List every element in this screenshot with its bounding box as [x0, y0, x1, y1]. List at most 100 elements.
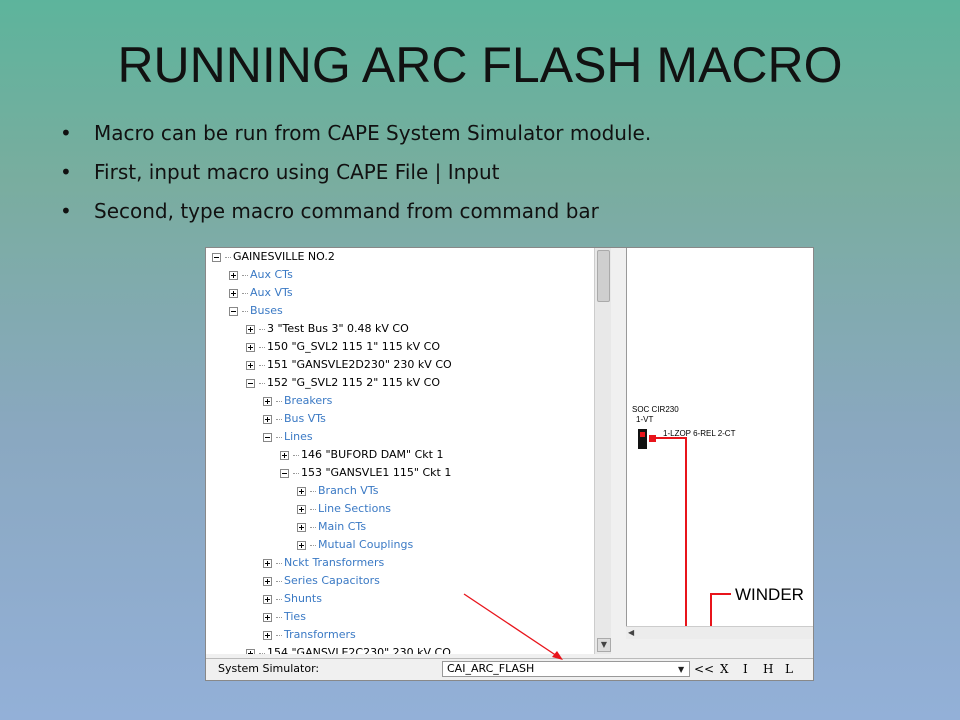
scrollbar-thumb[interactable]: [597, 250, 610, 302]
bullet-list: • Macro can be run from CAPE System Simul…: [60, 118, 651, 235]
collapse-minus-icon[interactable]: [229, 306, 238, 316]
tree-item[interactable]: Breakers: [263, 392, 332, 410]
collapse-minus-icon[interactable]: [212, 252, 221, 262]
tree-item[interactable]: 151 "GANSVLE2D230" 230 kV CO: [246, 356, 452, 374]
tree-vertical-scrollbar[interactable]: ▼: [594, 248, 611, 654]
command-input[interactable]: CAI_ARC_FLASH: [442, 661, 690, 677]
l-button[interactable]: L: [785, 662, 793, 676]
tree-item-label: Shunts: [284, 592, 322, 605]
expand-plus-icon[interactable]: [263, 594, 272, 604]
tree-item[interactable]: Ties: [263, 608, 306, 626]
tree-item-label: Aux CTs: [250, 268, 293, 281]
collapse-minus-icon[interactable]: [263, 432, 272, 442]
expand-plus-icon[interactable]: [263, 396, 272, 406]
expand-plus-icon[interactable]: [263, 414, 272, 424]
tree-item-label: Line Sections: [318, 502, 392, 515]
command-bar: System Simulator: CAI_ARC_FLASH ▼ << X I…: [206, 658, 813, 680]
diagram-horizontal-scrollbar[interactable]: ◀: [626, 626, 813, 639]
bullet-item: •Second, type macro command from command…: [60, 196, 651, 235]
expand-plus-icon[interactable]: [263, 558, 272, 568]
history-back-button[interactable]: <<: [694, 662, 715, 676]
expand-plus-icon[interactable]: [297, 504, 306, 514]
tree-connector: [259, 346, 265, 348]
tree-item-label: Aux VTs: [250, 286, 293, 299]
tree-item-label: 146 "BUFORD DAM" Ckt 1: [301, 448, 444, 461]
tree-connector: [310, 544, 316, 546]
tree-item[interactable]: Mutual Couplings: [297, 536, 413, 554]
expand-plus-icon[interactable]: [229, 288, 238, 298]
breaker-symbol: [638, 429, 647, 449]
tree-item-label: 153 "GANSVLE1 115" Ckt 1: [301, 466, 452, 479]
tree-item[interactable]: 146 "BUFORD DAM" Ckt 1: [280, 446, 443, 464]
expand-plus-icon[interactable]: [246, 324, 255, 334]
tree-item[interactable]: 152 "G_SVL2 115 2" 115 kV CO: [246, 374, 440, 392]
tree-item[interactable]: Main CTs: [297, 518, 366, 536]
tree-item[interactable]: Branch VTs: [297, 482, 378, 500]
expand-plus-icon[interactable]: [263, 612, 272, 622]
tree-item-label: 154 "GANSVLE2C230" 230 kV CO: [267, 646, 451, 654]
tree-connector: [276, 400, 282, 402]
tree-item[interactable]: Aux VTs: [229, 284, 293, 302]
tree-connector: [276, 616, 282, 618]
expand-plus-icon[interactable]: [297, 486, 306, 496]
h-button[interactable]: H: [763, 662, 774, 676]
diagram-label-vt: 1-VT: [636, 415, 654, 424]
i-button[interactable]: I: [743, 662, 748, 676]
tree-connector: [276, 562, 282, 564]
tree-item-label: Lines: [284, 430, 313, 443]
tree-item-label: Bus VTs: [284, 412, 326, 425]
collapse-minus-icon[interactable]: [246, 378, 255, 388]
x-button[interactable]: X: [720, 662, 729, 676]
tree-item-label: Ties: [284, 610, 306, 623]
bullet-text: First, input macro using CAPE File | Inp…: [94, 160, 500, 184]
tree-item-label: 150 "G_SVL2 115 1" 115 kV CO: [267, 340, 440, 353]
tree-connector: [276, 580, 282, 582]
slide-title: RUNNING ARC FLASH MACRO: [117, 37, 843, 93]
expand-plus-icon[interactable]: [280, 450, 289, 460]
tree-connector: [276, 436, 282, 438]
tree-connector: [310, 490, 316, 492]
bullet-text: Macro can be run from CAPE System Simula…: [94, 121, 652, 145]
tree-connector: [310, 526, 316, 528]
tree-item-label: Series Capacitors: [284, 574, 380, 587]
tree-item[interactable]: Aux CTs: [229, 266, 293, 284]
tree-item[interactable]: Lines: [263, 428, 313, 446]
tree-item[interactable]: Buses: [229, 302, 283, 320]
tree-item-label: Transformers: [284, 628, 356, 641]
tree-item[interactable]: 150 "G_SVL2 115 1" 115 kV CO: [246, 338, 440, 356]
tree-item[interactable]: Line Sections: [297, 500, 391, 518]
tree-item-label: Nckt Transformers: [284, 556, 385, 569]
tree-item[interactable]: GAINESVILLE NO.2: [212, 248, 335, 266]
one-line-diagram: SOC CIR230 1-VT 1-LZOP 6-REL 2-CT WINDER: [626, 248, 813, 626]
tree-connector: [259, 364, 265, 366]
tree-item[interactable]: Shunts: [263, 590, 322, 608]
expand-plus-icon[interactable]: [246, 342, 255, 352]
tree-item-label: 151 "GANSVLE2D230" 230 kV CO: [267, 358, 452, 371]
collapse-minus-icon[interactable]: [280, 468, 289, 478]
tree-item[interactable]: Transformers: [263, 626, 356, 644]
scroll-down-arrow-icon[interactable]: ▼: [597, 638, 611, 652]
bullet-dot-icon: •: [60, 121, 72, 145]
expand-plus-icon[interactable]: [246, 648, 255, 654]
diagram-label-soc: SOC CIR230: [632, 405, 679, 414]
tree-item[interactable]: Series Capacitors: [263, 572, 380, 590]
expand-plus-icon[interactable]: [263, 576, 272, 586]
tree-item[interactable]: 154 "GANSVLE2C230" 230 kV CO: [246, 644, 451, 654]
expand-plus-icon[interactable]: [297, 522, 306, 532]
scroll-left-arrow-icon[interactable]: ◀: [628, 628, 635, 637]
tree-item[interactable]: Nckt Transformers: [263, 554, 384, 572]
expand-plus-icon[interactable]: [246, 360, 255, 370]
dropdown-arrow-icon[interactable]: ▼: [678, 665, 685, 674]
tree-item[interactable]: Bus VTs: [263, 410, 326, 428]
expand-plus-icon[interactable]: [297, 540, 306, 550]
tree-item[interactable]: 3 "Test Bus 3" 0.48 kV CO: [246, 320, 409, 338]
tree-connector: [259, 328, 265, 330]
tree-item-label: Branch VTs: [318, 484, 379, 497]
expand-plus-icon[interactable]: [229, 270, 238, 280]
expand-plus-icon[interactable]: [263, 630, 272, 640]
tree-connector: [259, 382, 265, 384]
tree-item[interactable]: 153 "GANSVLE1 115" Ckt 1: [280, 464, 451, 482]
tree-connector: [310, 508, 316, 510]
